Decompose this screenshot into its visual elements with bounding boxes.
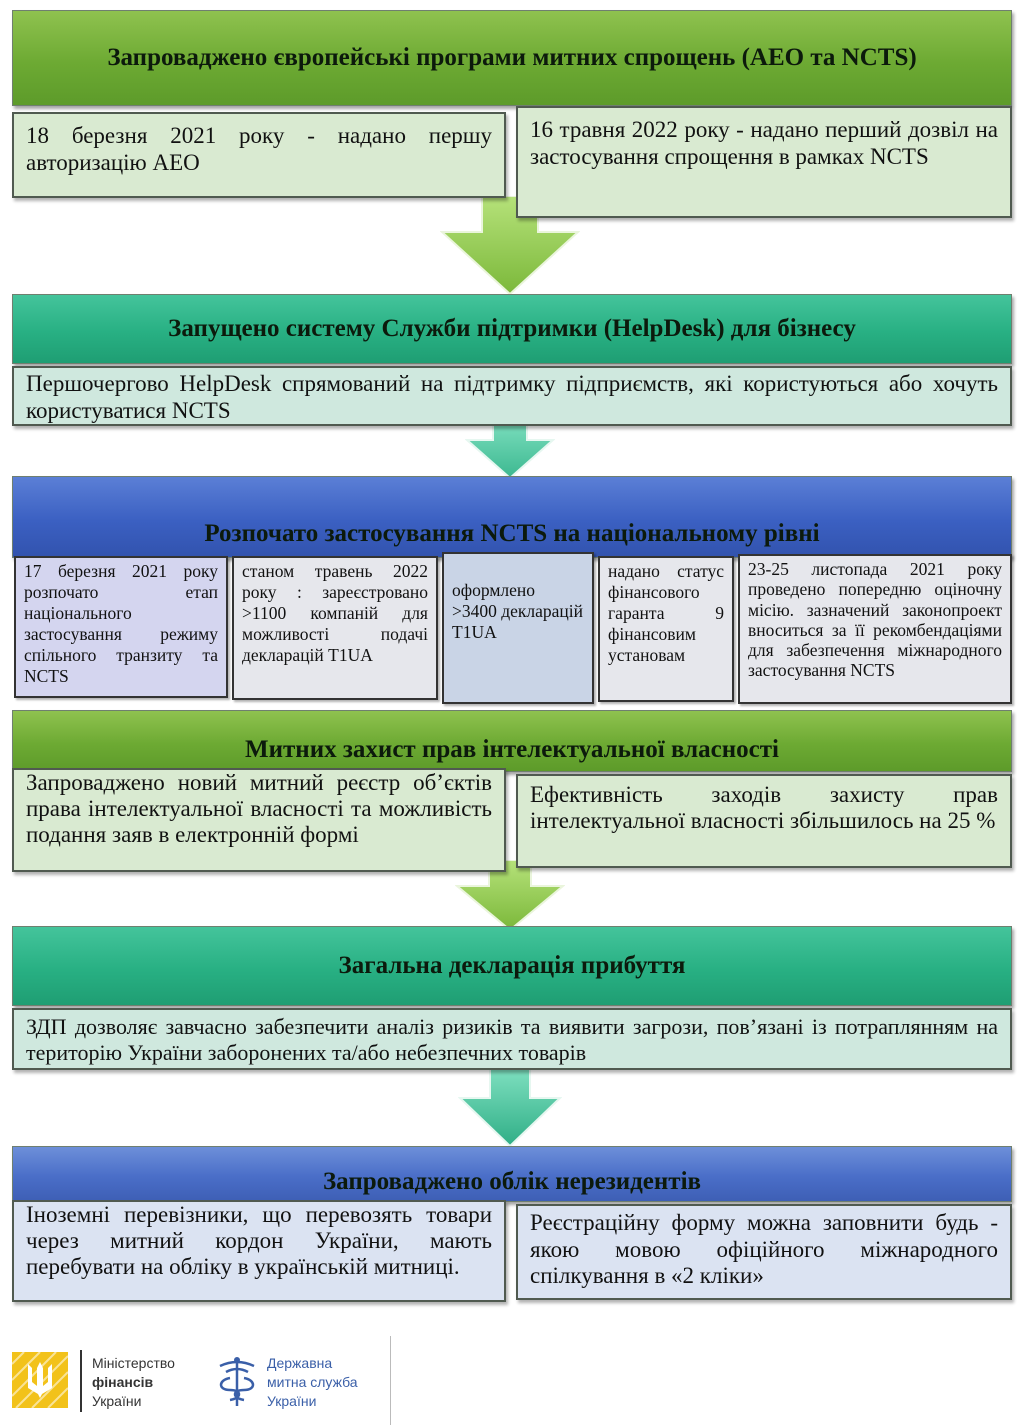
ncts-cell-5-text: 23-25 листопада 2021 року проведено попе… — [748, 559, 1002, 681]
section-1-title: Запроваджено європейські програми митних… — [12, 10, 1012, 106]
customs-line-3: України — [267, 1393, 317, 1409]
section-6-title-text: Запроваджено облік нерезидентів — [322, 1168, 702, 1196]
section-4-left-text: Запроваджено новий митний реєстр об’єкті… — [26, 770, 492, 847]
ncts-cell-1-text: 17 березня 2021 року розпочато етап наці… — [24, 561, 218, 686]
ncts-cell-4-text: надано статус фінансового гаранта 9 фіна… — [608, 561, 724, 665]
customs-line-1: Державна — [267, 1355, 333, 1371]
ncts-cell-5: 23-25 листопада 2021 року проведено попе… — [738, 554, 1012, 704]
ministry-line-1: Міністерство — [92, 1355, 175, 1371]
ministry-trident-logo — [12, 1352, 68, 1408]
customs-emblem-icon — [219, 1357, 255, 1406]
section-2-body-box: Першочергово HelpDesk спрямований на під… — [12, 366, 1012, 426]
section-3-title: Розпочато застосування NCTS на національ… — [12, 476, 1012, 558]
section-6-left-box: Іноземні перевізники, що перевозять това… — [12, 1200, 506, 1302]
down-arrow-2 — [465, 418, 555, 480]
section-6-title: Запроваджено облік нерезидентів — [12, 1146, 1012, 1202]
ministry-name: Міністерство фінансів України — [92, 1354, 212, 1411]
section-2-title: Запущено систему Служби підтримки (HelpD… — [12, 294, 1012, 364]
section-5-body-box: ЗДП дозволяє завчасно забезпечити аналіз… — [12, 1008, 1012, 1070]
ministry-line-2: фінансів — [92, 1374, 154, 1390]
section-4-left-box: Запроваджено новий митний реєстр об’єкті… — [12, 768, 506, 872]
section-2-body-text: Першочергово HelpDesk спрямований на під… — [26, 371, 998, 424]
section-5-body-text: ЗДП дозволяє завчасно забезпечити аналіз… — [26, 1014, 998, 1065]
ministry-line-3: України — [92, 1393, 142, 1409]
section-1-left-box: 18 березня 2021 року - надано першу авто… — [12, 112, 506, 198]
section-4-title: Митних захист прав інтелектуальної власн… — [12, 710, 1012, 772]
section-1-right-box: 16 травня 2022 року - надано перший дозв… — [516, 106, 1012, 218]
section-6-left-text: Іноземні перевізники, що перевозять това… — [26, 1202, 492, 1279]
footer-divider-1 — [80, 1350, 82, 1412]
ncts-cell-3-text: оформлено >3400 декларацій T1UA — [452, 580, 584, 642]
section-3-title-text: Розпочато застосування NCTS на національ… — [204, 520, 820, 548]
ncts-cell-3: оформлено >3400 декларацій T1UA — [442, 552, 594, 704]
section-6-right-box: Реєстраційну форму можна заповнити будь … — [516, 1204, 1012, 1300]
section-1-right-text: 16 травня 2022 року - надано перший дозв… — [530, 117, 998, 170]
section-1-title-text: Запроваджено європейські програми митних… — [107, 43, 917, 71]
ncts-cell-4: надано статус фінансового гаранта 9 фіна… — [598, 556, 734, 702]
section-4-right-box: Ефективність заходів захисту прав інтеле… — [516, 774, 1012, 868]
footer-divider-2 — [390, 1336, 391, 1425]
section-6-right-text: Реєстраційну форму можна заповнити будь … — [530, 1210, 998, 1289]
footer: Міністерство фінансів України Державна м… — [0, 1330, 400, 1425]
customs-name: Державна митна служба України — [267, 1354, 389, 1411]
section-4-title-text: Митних захист прав інтелектуальної власн… — [245, 736, 779, 764]
section-2-title-text: Запущено систему Служби підтримки (HelpD… — [168, 314, 856, 342]
ncts-cell-1: 17 березня 2021 року розпочато етап наці… — [14, 556, 228, 698]
section-1-left-text: 18 березня 2021 року - надано першу авто… — [26, 123, 492, 176]
ncts-cell-2-text: станом травень 2022 року : зареєстровано… — [242, 561, 428, 665]
customs-line-2: митна служба — [267, 1374, 358, 1390]
down-arrow-4 — [458, 1068, 562, 1148]
section-5-title-text: Загальна декларація прибуття — [338, 951, 686, 979]
section-4-right-text: Ефективність заходів захисту прав інтеле… — [530, 782, 998, 834]
ncts-cell-2: станом травень 2022 року : зареєстровано… — [232, 556, 438, 700]
section-5-title: Загальна декларація прибуття — [12, 926, 1012, 1006]
